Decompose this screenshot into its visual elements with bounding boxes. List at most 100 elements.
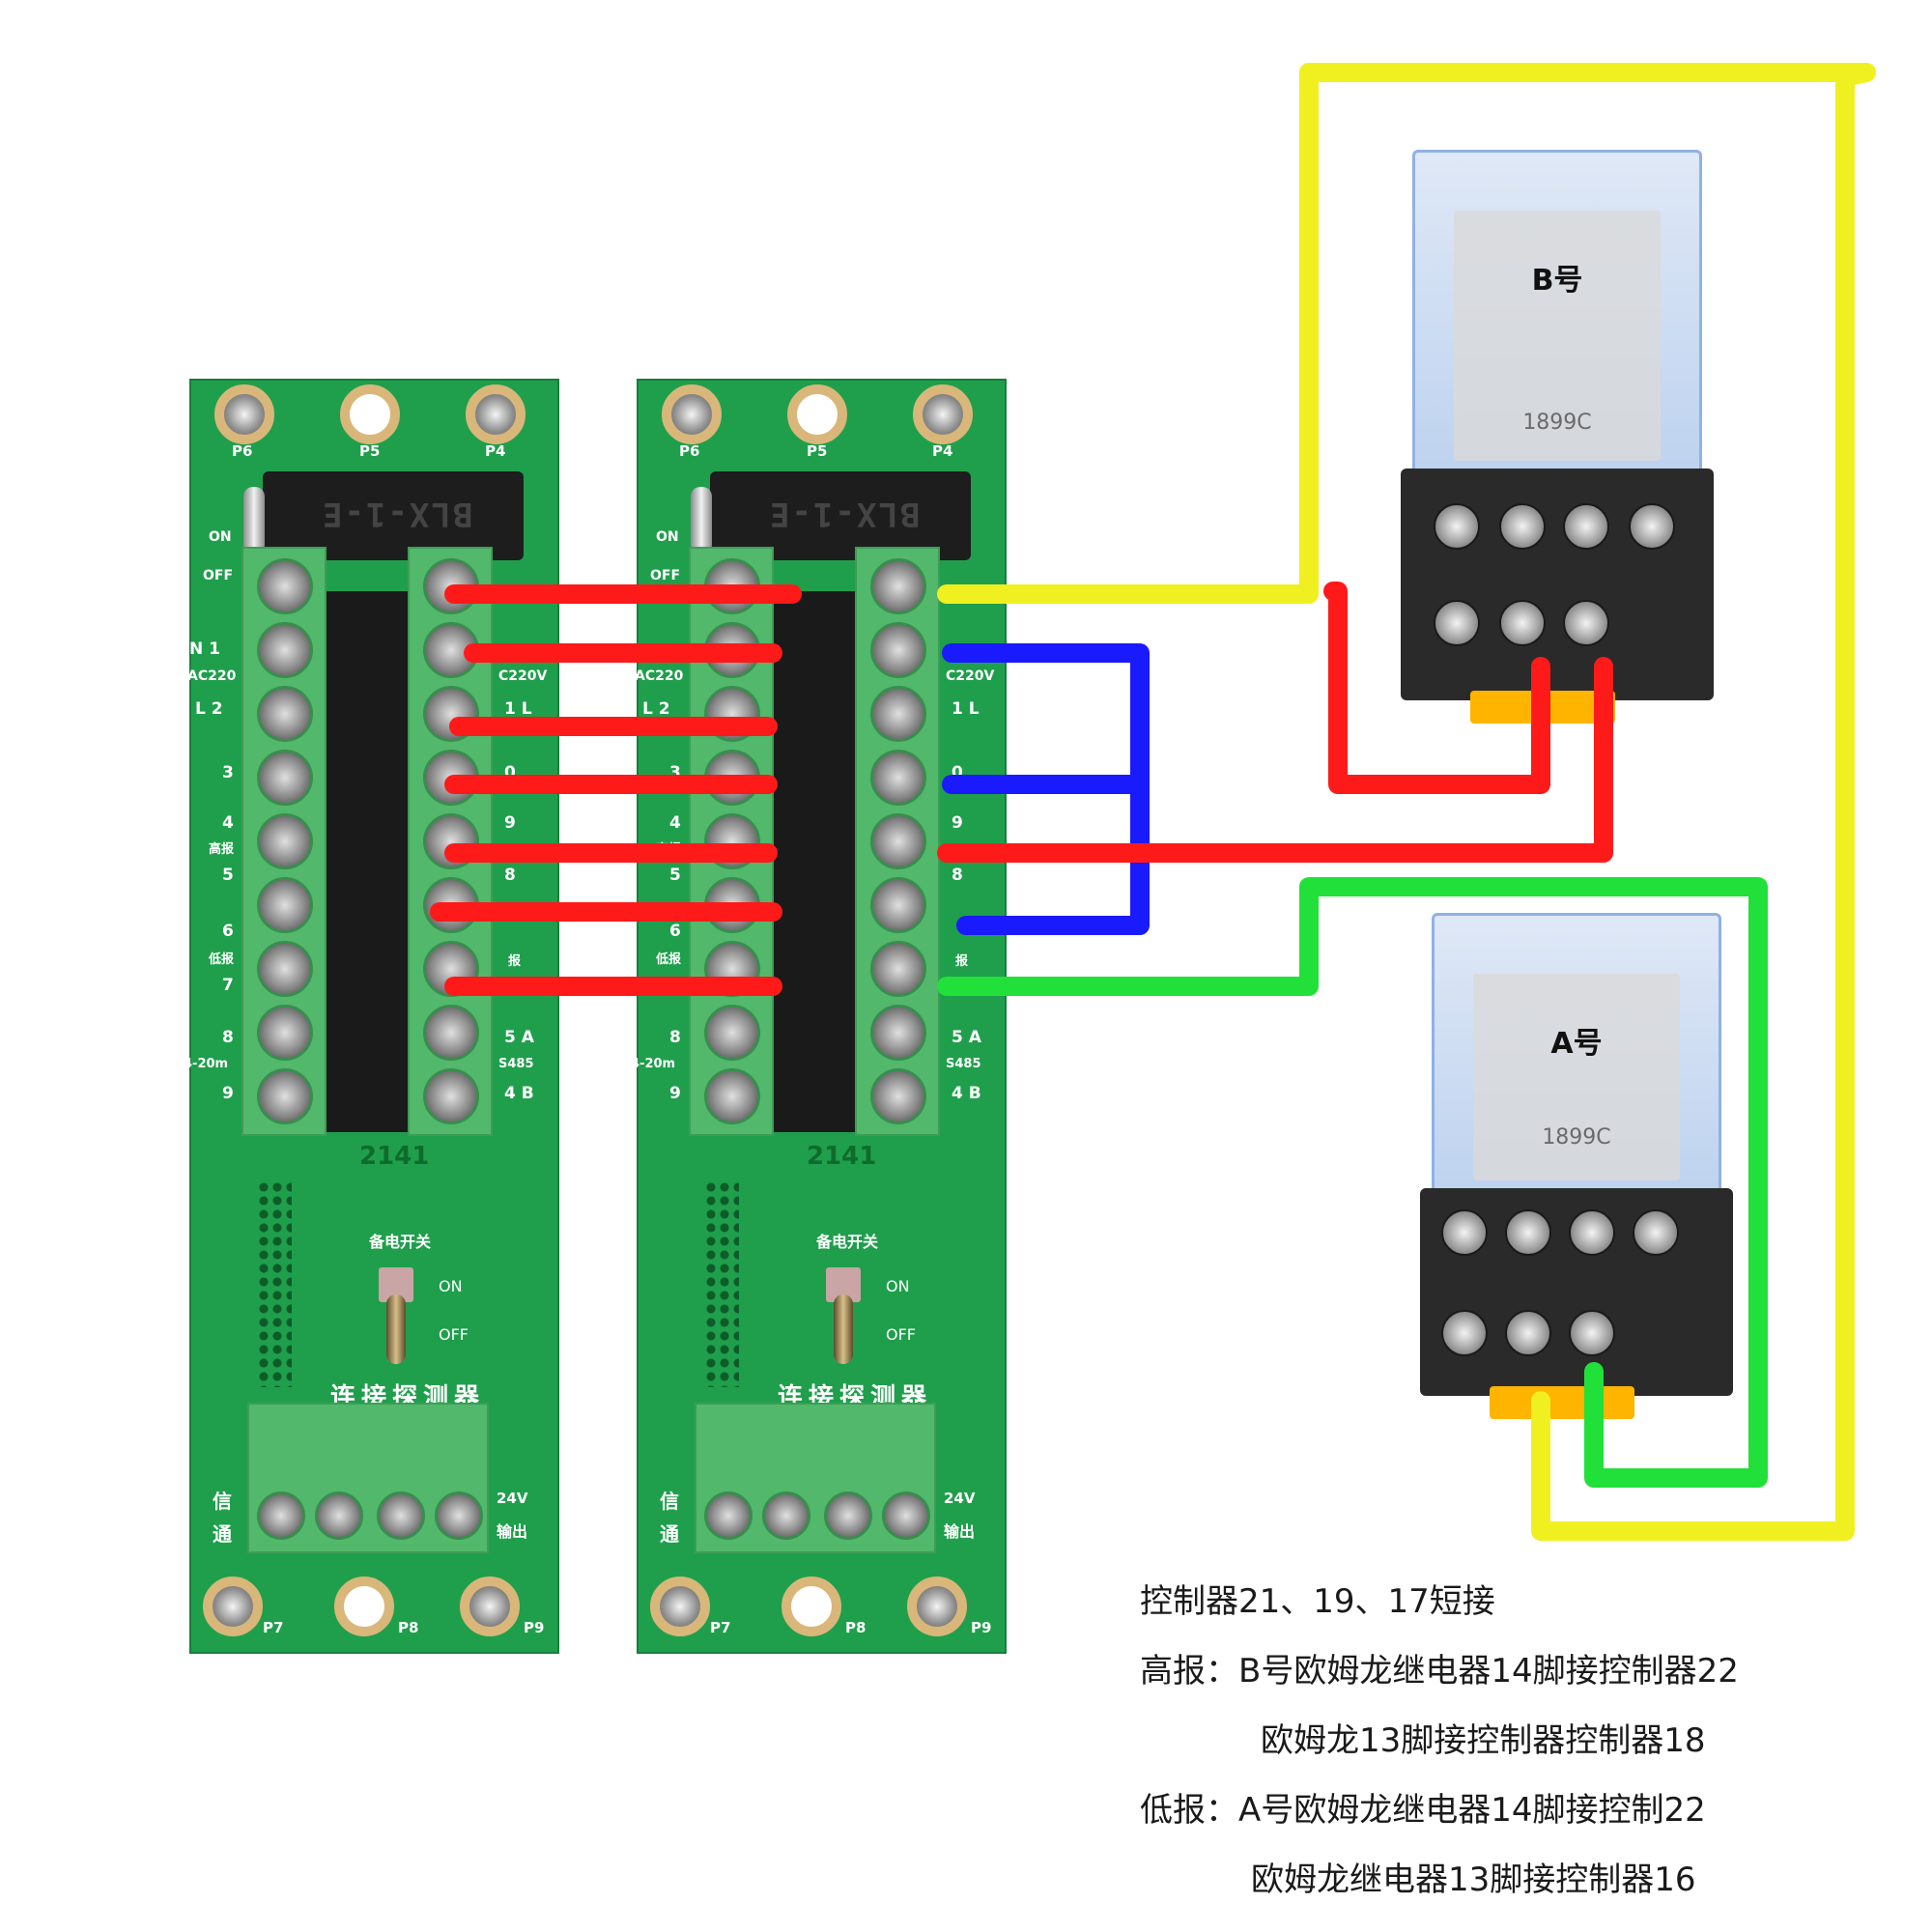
port-label-p4: P4 [932, 442, 953, 460]
bottom-terminal-screw[interactable] [435, 1492, 483, 1540]
terminal-screw[interactable] [870, 1005, 926, 1061]
relay-socket: BLX-1-E [710, 471, 971, 560]
edge-label-6: 6 [222, 922, 234, 941]
bottom-terminal-block [247, 1403, 489, 1553]
terminal-block-left [242, 547, 327, 1136]
mounting-screw-p4 [913, 384, 973, 444]
bottom-terminal-screw[interactable] [762, 1492, 810, 1540]
terminal-screw[interactable] [423, 1005, 479, 1061]
edge-label-9: 9 [669, 1084, 681, 1103]
relay-terminal-14[interactable] [1563, 600, 1609, 646]
small-toggle-switch[interactable] [691, 487, 712, 554]
edge-label-alarm: 报 [508, 954, 522, 969]
mounting-screw-p6 [214, 384, 274, 444]
edge-label-right-9: 9 [504, 813, 516, 833]
edge-label-4-20ma: 4-20m [631, 1057, 676, 1071]
signal-label: 信 [213, 1490, 232, 1513]
terminal-screw[interactable] [257, 686, 313, 742]
small-toggle-switch[interactable] [243, 487, 265, 554]
terminal-screw[interactable] [257, 558, 313, 614]
terminal-block-right [855, 547, 940, 1136]
relay-terminal-13[interactable] [1499, 600, 1546, 646]
edge-label-8: 8 [222, 1028, 234, 1047]
terminal-screw[interactable] [257, 1005, 313, 1061]
terminal-screw[interactable] [257, 877, 313, 933]
relay-socket-base [1420, 1188, 1733, 1396]
backup-power-toggle[interactable] [379, 1267, 413, 1368]
terminal-screw[interactable] [870, 877, 926, 933]
relay-terminal-14[interactable] [1569, 1310, 1615, 1356]
terminal-screw[interactable] [870, 686, 926, 742]
terminal-screw[interactable] [704, 1068, 760, 1124]
relay-terminal-screw[interactable] [1633, 1209, 1679, 1256]
bottom-terminal-screw[interactable] [824, 1492, 872, 1540]
edge-label-ac220: AC220 [635, 668, 684, 684]
terminal-screw[interactable] [870, 558, 926, 614]
relay-terminal-screw[interactable] [1563, 503, 1609, 550]
mounting-screw-p7 [203, 1577, 263, 1636]
24v-label: 24V [944, 1490, 976, 1507]
bottom-terminal-screw[interactable] [704, 1492, 753, 1540]
bottom-terminal-screw[interactable] [377, 1492, 425, 1540]
relay-terminal-screw[interactable] [1499, 503, 1546, 550]
terminal-screw[interactable] [704, 1005, 760, 1061]
edge-label-l2: L 2 [195, 699, 223, 719]
terminal-screw[interactable] [870, 750, 926, 806]
bottom-terminal-screw[interactable] [315, 1492, 363, 1540]
pin-header [257, 1180, 292, 1387]
mounting-hole-p8 [334, 1577, 394, 1636]
port-label-p4: P4 [485, 442, 506, 460]
edge-label-0: 0 [504, 763, 516, 782]
mounting-screw-p4 [466, 384, 526, 444]
mounting-hole-p5 [340, 384, 400, 444]
edge-label-right-9: 9 [952, 813, 963, 833]
relay-terminal-screw[interactable] [1441, 1310, 1488, 1356]
terminal-screw[interactable] [257, 813, 313, 869]
relay-terminal-screw[interactable] [1434, 503, 1480, 550]
center-slot [774, 591, 855, 1132]
note-line: 低报：A号欧姆龙继电器14脚接控制22 [1140, 1791, 1706, 1830]
terminal-screw[interactable] [870, 622, 926, 678]
toggle-lever[interactable] [834, 1294, 853, 1364]
relay-coil [1454, 211, 1661, 461]
backup-power-toggle[interactable] [826, 1267, 861, 1368]
terminal-screw[interactable] [870, 1068, 926, 1124]
terminal-screw[interactable] [870, 813, 926, 869]
relay-coil [1473, 974, 1680, 1180]
relay-cover [1412, 150, 1702, 483]
edge-label-3: 3 [222, 763, 234, 782]
relay-terminal-13[interactable] [1505, 1310, 1551, 1356]
note-line: 欧姆龙13脚接控制器控制器18 [1261, 1721, 1706, 1760]
note-line: 欧姆龙继电器13脚接控制器16 [1251, 1861, 1696, 1899]
relay-b-model: 1899C [1522, 411, 1592, 435]
relay-terminal-screw[interactable] [1569, 1209, 1615, 1256]
edge-label-7: 7 [222, 976, 234, 995]
terminal-screw[interactable] [257, 622, 313, 678]
edge-label-6: 6 [669, 922, 681, 941]
relay-terminal-screw[interactable] [1441, 1209, 1488, 1256]
edge-label-8: 8 [669, 1028, 681, 1047]
terminal-screw[interactable] [423, 686, 479, 742]
edge-label-4-20ma: 4-20m [184, 1057, 229, 1071]
switch-off-label: OFF [439, 1325, 469, 1344]
bottom-terminal-screw[interactable] [257, 1492, 305, 1540]
relay-socket-base [1401, 469, 1714, 700]
edge-label-3: 3 [669, 763, 681, 782]
bottom-terminal-screw[interactable] [882, 1492, 930, 1540]
relay-a-name: A号 [1550, 1027, 1603, 1061]
edge-label-1l: 1 L [504, 699, 532, 719]
terminal-screw[interactable] [423, 1068, 479, 1124]
relay-terminal-screw[interactable] [1629, 503, 1675, 550]
switch-on-label: ON [439, 1277, 463, 1295]
terminal-screw[interactable] [257, 941, 313, 997]
terminal-screw[interactable] [870, 941, 926, 997]
24v-label: 24V [497, 1490, 528, 1507]
relay-terminal-screw[interactable] [1434, 600, 1480, 646]
mounting-hole-p5 [787, 384, 847, 444]
terminal-screw[interactable] [257, 750, 313, 806]
toggle-lever[interactable] [386, 1294, 406, 1364]
terminal-screw[interactable] [257, 1068, 313, 1124]
relay-cover [1432, 913, 1721, 1203]
relay-terminal-screw[interactable] [1505, 1209, 1551, 1256]
relay-a: A号 1899C [1420, 913, 1733, 1439]
